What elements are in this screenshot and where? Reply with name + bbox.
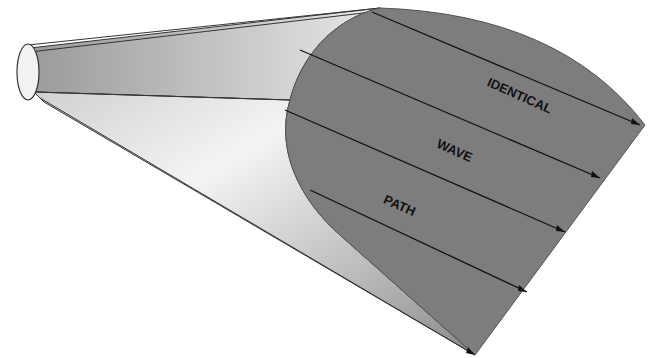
horn-illustration (0, 0, 662, 358)
stage: IDENTICALWAVEPATH (0, 0, 662, 358)
